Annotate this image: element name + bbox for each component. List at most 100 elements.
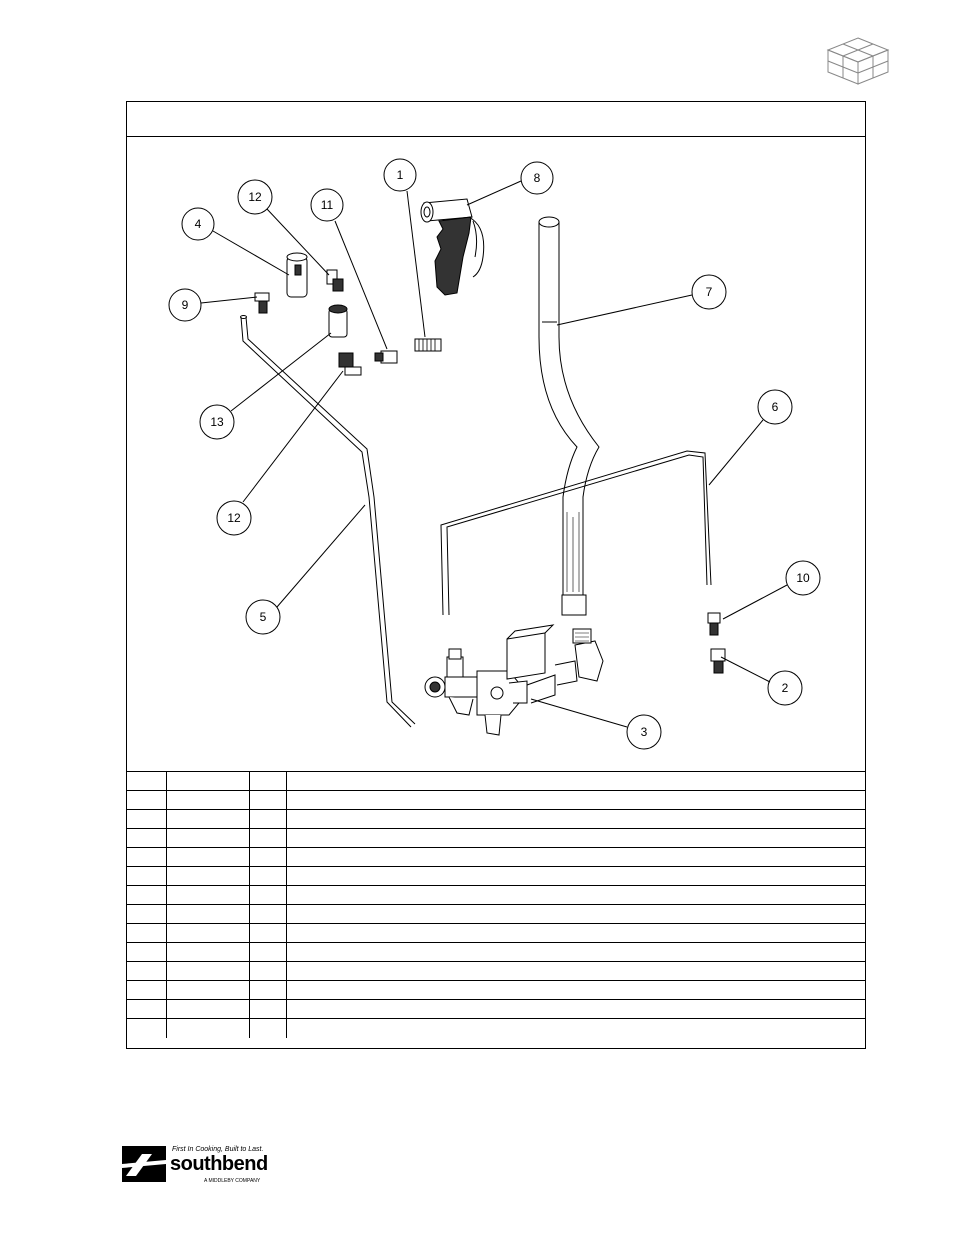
parts-diagram-frame: 1 8 12 11 4 9 7 13 6 12 5 10 2 3 xyxy=(126,101,866,1049)
table-row xyxy=(127,885,865,905)
table-cell xyxy=(285,961,865,981)
callout-label: 7 xyxy=(706,285,713,299)
table-cell xyxy=(127,847,166,867)
table-cell xyxy=(285,999,865,1019)
coupling-part-13 xyxy=(328,304,348,338)
table-cell xyxy=(248,942,286,962)
table-cell xyxy=(285,847,865,867)
table-cell xyxy=(127,999,166,1019)
table-cell xyxy=(165,790,249,810)
spray-gun-part xyxy=(420,198,485,296)
table-row xyxy=(127,999,865,1019)
callout-bubble xyxy=(383,158,417,192)
callout-label: 3 xyxy=(641,725,648,739)
callout-label: 10 xyxy=(796,571,810,585)
table-row xyxy=(127,923,865,943)
bent-tube-part xyxy=(240,315,416,728)
southbend-logo-mark xyxy=(122,1146,166,1182)
table-cell xyxy=(165,904,249,924)
table-cell xyxy=(127,980,166,1000)
callout-label: 12 xyxy=(227,511,241,525)
table-cell xyxy=(165,866,249,886)
table-row xyxy=(127,847,865,867)
table-cell xyxy=(127,790,166,810)
callout-label: 5 xyxy=(260,610,267,624)
table-cell xyxy=(285,866,865,886)
fitting-part-2 xyxy=(710,648,726,674)
table-cell xyxy=(248,904,286,924)
table-cell xyxy=(248,885,286,905)
coupling-part-4 xyxy=(286,252,308,298)
table-row xyxy=(127,771,865,791)
table-cell xyxy=(165,961,249,981)
callout-label: 4 xyxy=(195,217,202,231)
table-cell xyxy=(127,961,166,981)
callout-label: 2 xyxy=(782,681,789,695)
table-cell xyxy=(285,923,865,943)
table-cell xyxy=(285,771,865,791)
exploded-parts-drawing: 1 8 12 11 4 9 7 13 6 12 5 10 2 3 xyxy=(168,158,821,750)
table-cell xyxy=(285,904,865,924)
table-cell xyxy=(248,828,286,848)
table-cell xyxy=(127,828,166,848)
table-cell xyxy=(165,847,249,867)
table-cell xyxy=(165,923,249,943)
callout-label: 12 xyxy=(248,190,262,204)
callout-label: 9 xyxy=(182,298,189,312)
table-cell xyxy=(165,1018,249,1038)
table-cell xyxy=(165,980,249,1000)
table-cell xyxy=(248,847,286,867)
table-cell xyxy=(248,980,286,1000)
table-cell xyxy=(165,771,249,791)
parts-list-table xyxy=(127,771,865,1038)
table-cell xyxy=(127,866,166,886)
table-row xyxy=(127,1018,865,1038)
table-cell xyxy=(248,999,286,1019)
table-cell xyxy=(285,942,865,962)
wire-bracket-part xyxy=(440,450,712,616)
table-cell xyxy=(285,790,865,810)
logo-subtitle: A MIDDLEBY COMPANY xyxy=(204,1178,261,1184)
table-cell xyxy=(248,961,286,981)
table-cell xyxy=(127,809,166,829)
diagram-title xyxy=(127,102,865,137)
table-cell xyxy=(285,885,865,905)
table-cell xyxy=(248,923,286,943)
table-cell xyxy=(165,942,249,962)
box-stack-icon xyxy=(826,37,890,85)
nipple-part-1 xyxy=(414,338,442,352)
table-cell xyxy=(285,828,865,848)
table-cell xyxy=(127,904,166,924)
elbow-part-12-top xyxy=(326,269,344,292)
callout-label: 13 xyxy=(210,415,224,429)
table-cell xyxy=(127,1018,166,1038)
table-cell xyxy=(285,1018,865,1038)
table-row xyxy=(127,904,865,924)
adapter-part-11 xyxy=(374,350,398,364)
table-cell xyxy=(165,999,249,1019)
table-row xyxy=(127,790,865,810)
table-cell xyxy=(248,790,286,810)
table-cell xyxy=(248,866,286,886)
table-cell xyxy=(285,980,865,1000)
table-cell xyxy=(165,828,249,848)
logo-brand: southbend xyxy=(170,1153,268,1175)
table-cell xyxy=(248,1018,286,1038)
table-cell xyxy=(127,923,166,943)
table-cell xyxy=(127,942,166,962)
table-cell xyxy=(248,809,286,829)
flex-hose-part xyxy=(538,216,600,616)
table-cell xyxy=(165,809,249,829)
elbow-part-12-lower xyxy=(338,352,362,376)
table-row xyxy=(127,961,865,981)
valve-assembly-part xyxy=(424,624,604,736)
logo-tagline: First In Cooking, Built to Last. xyxy=(172,1146,264,1153)
table-cell xyxy=(248,771,286,791)
table-row xyxy=(127,828,865,848)
table-row xyxy=(127,866,865,886)
table-row xyxy=(127,809,865,829)
table-cell xyxy=(165,885,249,905)
callout-label: 6 xyxy=(772,400,779,414)
callout-label: 8 xyxy=(534,171,541,185)
table-cell xyxy=(127,885,166,905)
